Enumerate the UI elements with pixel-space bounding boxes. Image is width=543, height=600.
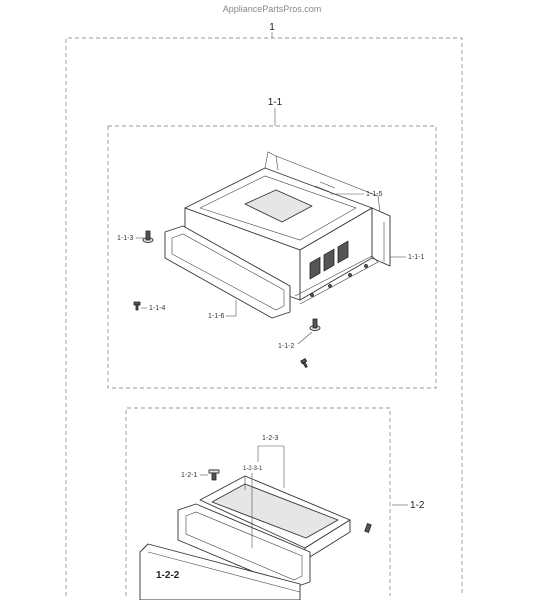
loose-screw-shank [302,361,308,368]
watermark-text: AppliancePartsPros.com [223,4,322,14]
label-1-2-3: 1-2-3 [262,435,278,442]
label-1-1-3: 1-1-3 [117,235,133,242]
leg-stem [312,318,318,329]
drawer-panel-part [139,543,301,600]
label-1-1-4: 1-1-4 [149,305,165,312]
frame-sub-1-1 [107,125,437,389]
chassis-front-vent [323,248,335,272]
frame-assembly-1 [65,37,463,596]
frame-sub-1-2 [125,407,391,596]
screw-shank [135,304,139,311]
chassis-bottom-rail [294,255,379,305]
drawer-front-outline [177,503,311,589]
label-1-1-1: 1-1-1 [408,254,424,261]
drawer-clip-part [208,469,220,481]
chassis-screw [328,284,332,288]
chassis-screw [310,293,314,297]
leader-1-1-2 [297,331,313,345]
label-1-1-6: 1-1-6 [208,313,224,320]
drawer-panel-edge [147,551,301,593]
drawer-front-inset [185,511,303,581]
chassis-top-window [244,189,313,223]
clip-cap [208,469,220,474]
leveling-leg-part-lower [309,318,321,331]
bracket-body [364,523,372,533]
chassis-vent-mark [314,185,331,193]
leg-stem [145,230,151,241]
chassis-rear-tab [275,155,279,171]
label-1-2-3-1: 1-2-3-1 [243,466,263,472]
screw-part [133,301,141,311]
front-panel-outline [164,225,291,319]
chassis-front-vent [309,256,321,280]
chassis-screw [348,273,352,277]
drawer-tray-part [199,475,351,561]
chassis-front-vent [337,240,349,264]
label-1-1-2: 1-1-2 [278,343,294,350]
leveling-leg-part [142,230,154,243]
front-panel-part [164,225,291,319]
front-panel-inset [171,233,285,311]
label-sub-1-2: 1-2 [410,500,425,511]
chassis-top-border [199,175,357,241]
drawer-side-bracket [364,523,372,533]
label-1-1-5: 1-1-5 [366,191,382,198]
label-assembly-1: 1 [269,22,275,33]
drawer-front-part [177,503,311,589]
chassis-right-panel [371,207,391,267]
label-1-2-2: 1-2-2 [156,570,180,581]
screw-head [133,301,141,306]
tray-interior [211,483,339,539]
label-1-2-1: 1-2-1 [181,472,197,479]
chassis-screw [364,264,368,268]
chassis-vent-mark [319,181,336,189]
label-sub-1-1: 1-1 [268,97,283,108]
loose-screw-part [300,358,308,368]
